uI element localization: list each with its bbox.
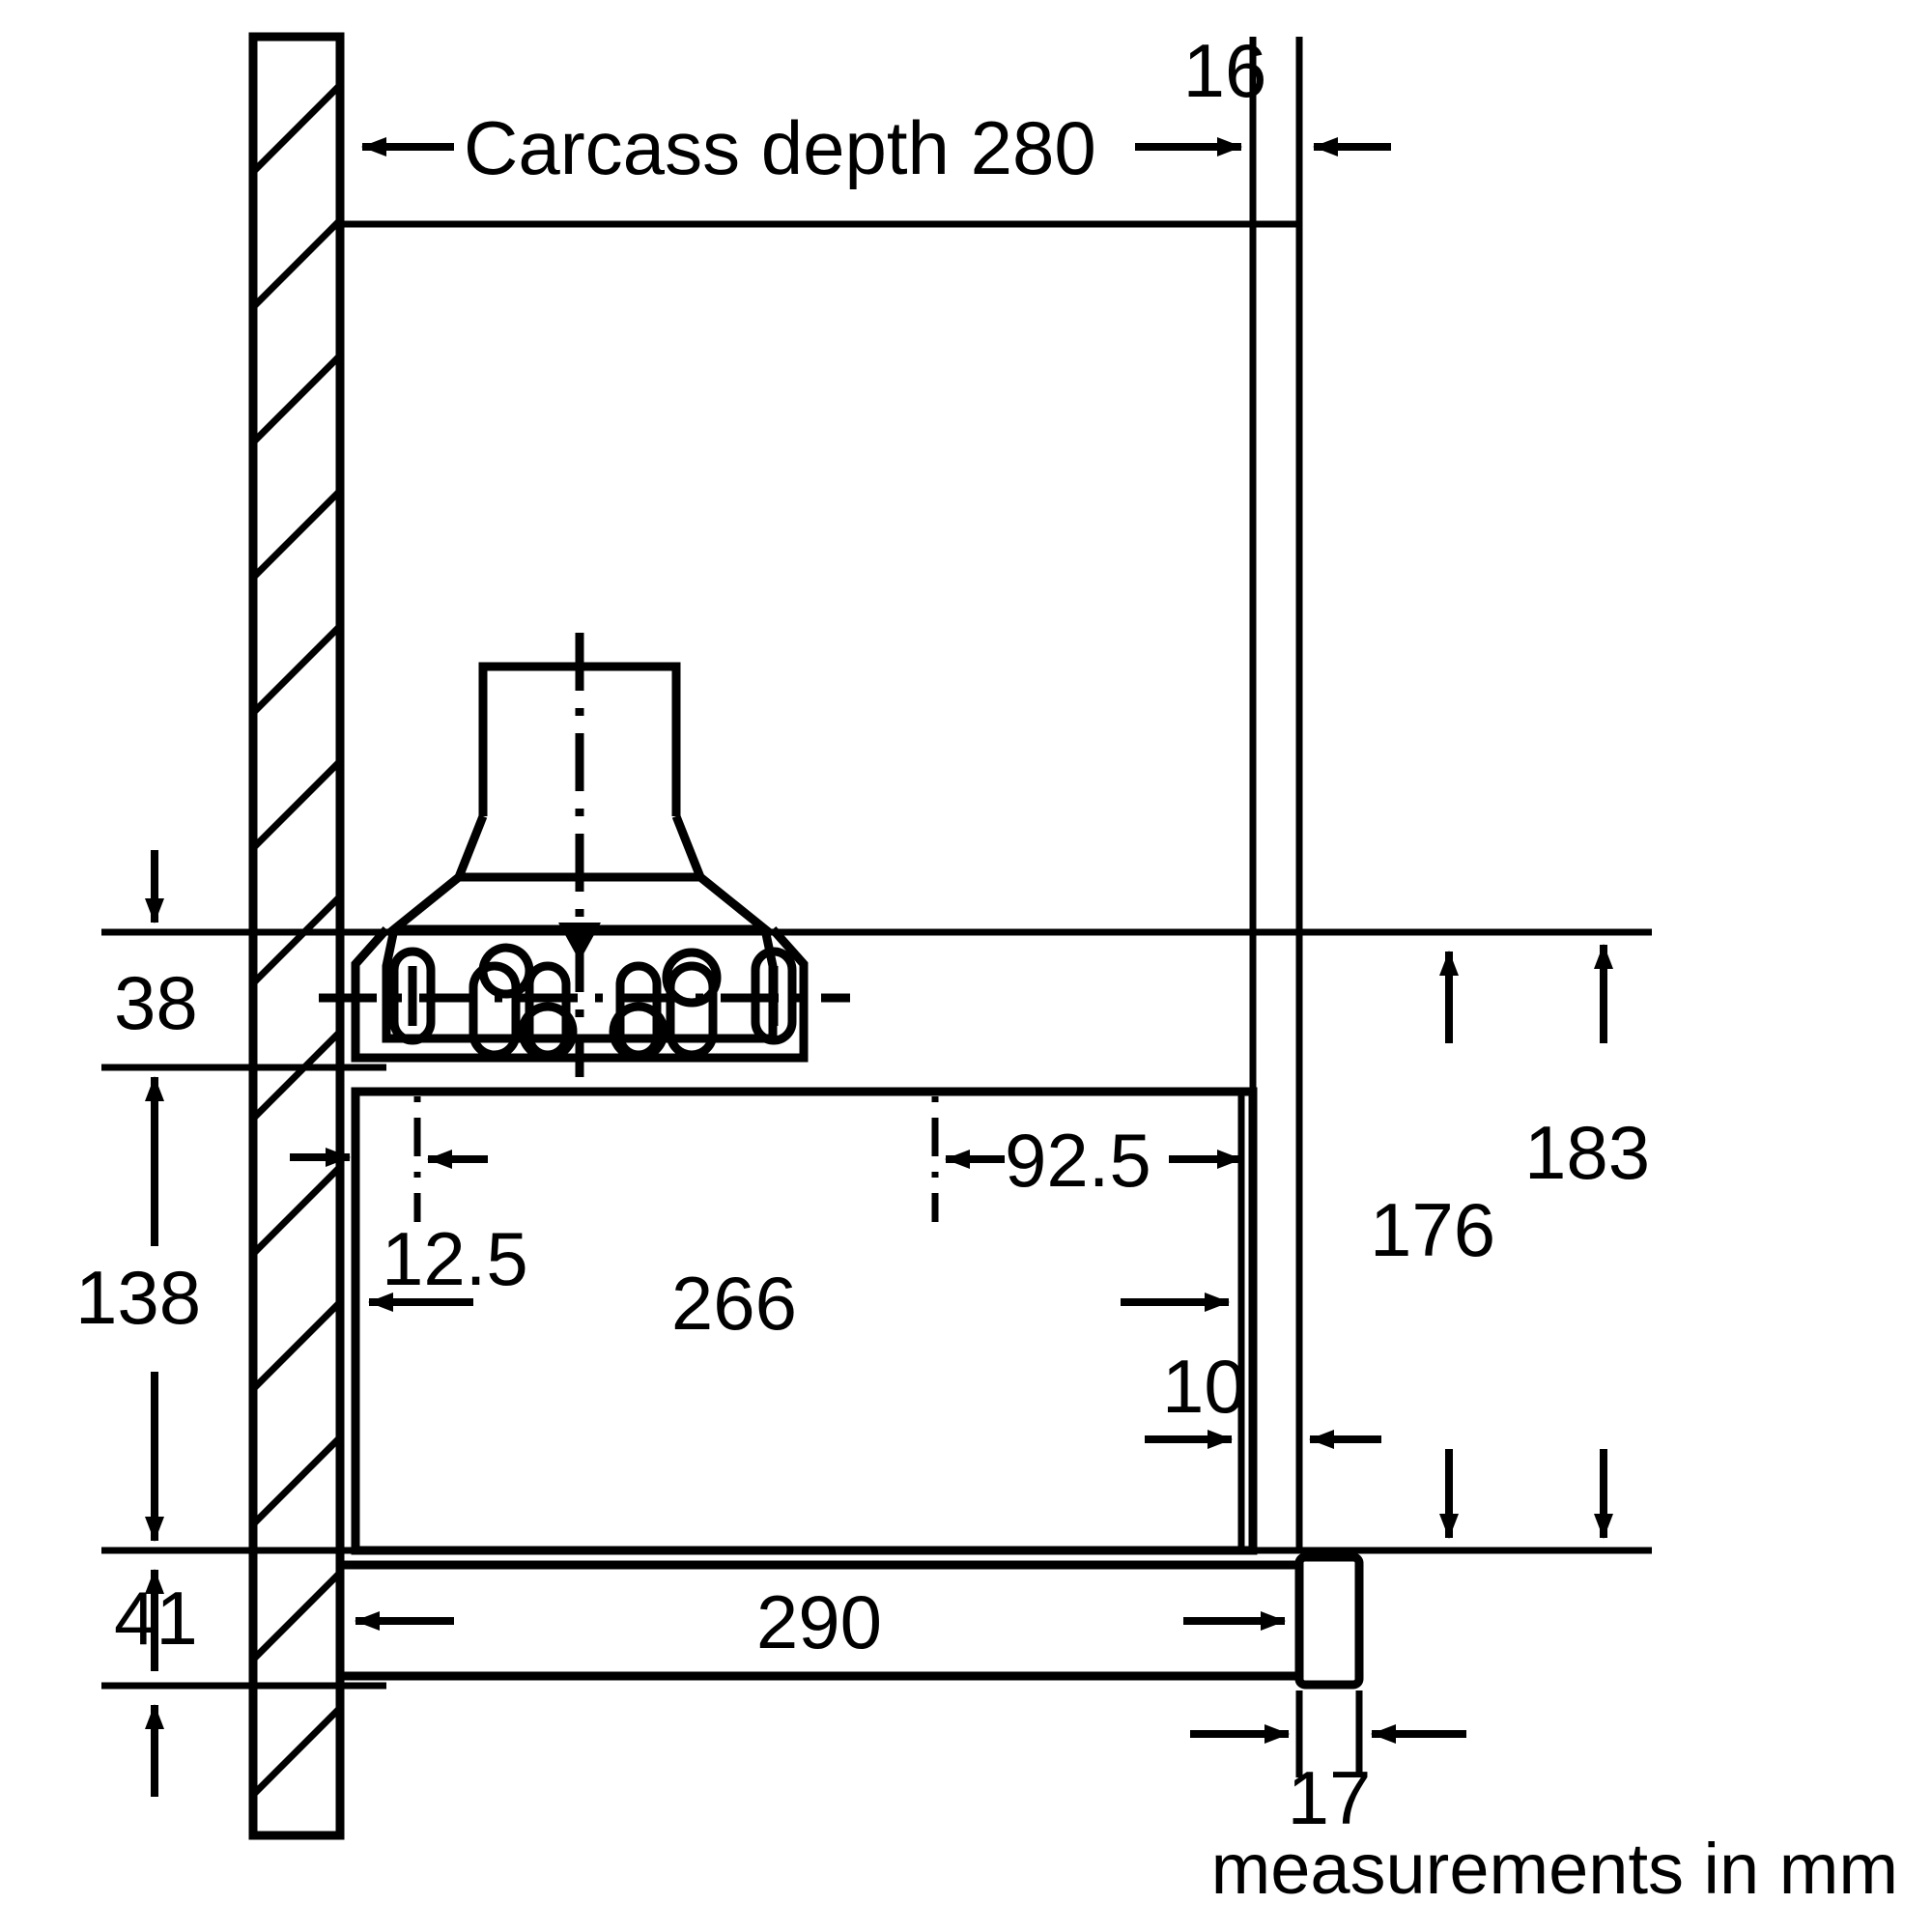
dimension-carcass-depth: Carcass depth 280 bbox=[361, 37, 1303, 224]
dimension-266: 266 bbox=[368, 1261, 1230, 1346]
units-caption: measurements in mm bbox=[1211, 1829, 1898, 1909]
drawer-handle bbox=[1294, 1552, 1364, 1690]
dim92-5-label: 92.5 bbox=[1005, 1118, 1151, 1203]
keyhole-slot-right-inner-a bbox=[609, 961, 668, 1062]
pull-out-drawer bbox=[335, 1552, 1364, 1690]
wall-section bbox=[248, 32, 345, 1840]
centre-arrow bbox=[558, 923, 601, 961]
dimension-290: 290 bbox=[355, 1579, 1286, 1664]
dimension-183: 183 bbox=[1524, 944, 1650, 1539]
wall-outline bbox=[248, 32, 345, 1840]
dimension-10: 10 bbox=[1145, 1344, 1381, 1449]
dim17-label: 17 bbox=[1288, 1755, 1372, 1840]
dim16-label: 16 bbox=[1183, 28, 1267, 113]
dimension-38: 38 bbox=[114, 850, 198, 1150]
dimension-41: 41 bbox=[114, 1569, 198, 1797]
wall-hatching bbox=[253, 37, 340, 1800]
dim290-label: 290 bbox=[756, 1579, 882, 1664]
dim38-label: 38 bbox=[114, 960, 198, 1045]
dim12-5-label: 12.5 bbox=[382, 1216, 528, 1301]
dimension-138: 138 bbox=[75, 1150, 201, 1542]
dim176-label: 176 bbox=[1370, 1187, 1495, 1272]
dimension-17: 17 bbox=[1190, 1690, 1466, 1840]
dimension-92-5: 92.5 bbox=[931, 1096, 1242, 1222]
keyhole-slot-right-inner-b bbox=[662, 948, 722, 1060]
dimension-176: 176 bbox=[1370, 951, 1495, 1539]
dim183-label: 183 bbox=[1524, 1110, 1650, 1195]
dimension-16: 16 bbox=[1183, 28, 1391, 156]
keyhole-slot-left-inner-b bbox=[518, 961, 578, 1062]
keyhole-slot-left-inner-a bbox=[469, 943, 534, 1060]
dimension-12-5: 12.5 bbox=[382, 1096, 528, 1301]
dim10-label: 10 bbox=[1162, 1344, 1246, 1429]
dim41-label: 41 bbox=[114, 1576, 198, 1661]
carcass-outline bbox=[340, 220, 1303, 1550]
dim138-label: 138 bbox=[75, 1255, 201, 1340]
dim266-label: 266 bbox=[671, 1261, 797, 1346]
carcass-depth-label: Carcass depth 280 bbox=[464, 105, 1096, 190]
